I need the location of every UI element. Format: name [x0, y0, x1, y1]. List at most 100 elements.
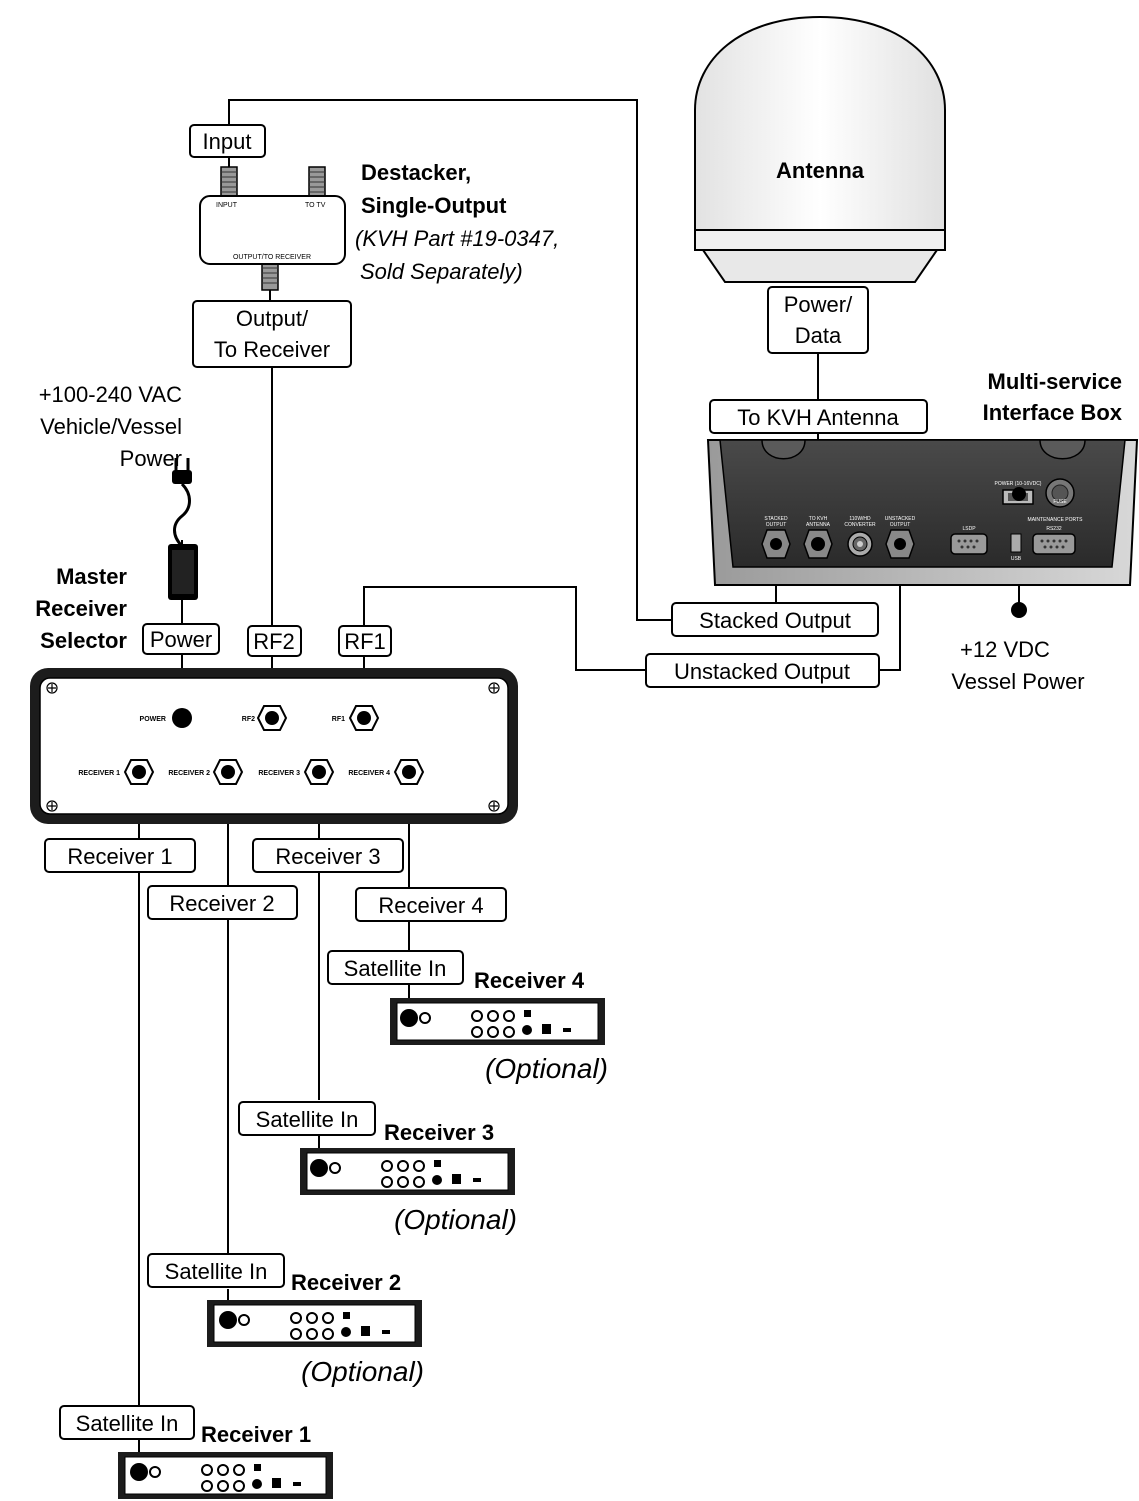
svg-text:Satellite In: Satellite In [256, 1107, 359, 1132]
selector-receiver4-port [393, 759, 425, 785]
satellite-in-label: Satellite In [147, 1253, 285, 1288]
svg-text:110W/HD: 110W/HD [849, 516, 871, 522]
svg-text:RF2: RF2 [253, 629, 295, 654]
ac-power-line2: Vehicle/Vessel [40, 414, 182, 439]
svg-text:RF1: RF1 [344, 629, 386, 654]
svg-text:Receiver 1: Receiver 1 [67, 844, 172, 869]
satellite-in-label: Satellite In [238, 1101, 376, 1136]
selector-port-rf2-label: RF2 [242, 716, 255, 723]
power-adapter-icon [168, 544, 198, 600]
receiver-title: Receiver 4 [474, 968, 585, 993]
ac-plug-icon [172, 458, 192, 548]
selector-port-receiver3-label: RECEIVER 3 [258, 770, 300, 777]
svg-text:Receiver 4: Receiver 4 [378, 893, 483, 918]
receiver-3: Satellite In Receiver 3 (Optional) [238, 1101, 517, 1235]
label-stacked-output: Stacked Output [671, 602, 879, 637]
selector-screws [46, 682, 500, 812]
svg-text:Data: Data [795, 323, 842, 348]
receiver-2: Satellite In Receiver 2 (Optional) [147, 1253, 424, 1387]
svg-text:ANTENNA: ANTENNA [806, 522, 831, 528]
svg-text:UNSTACKED: UNSTACKED [885, 516, 916, 522]
receiver-4: Satellite In Receiver 4 (Optional) [327, 950, 608, 1084]
receiver-optional: (Optional) [485, 1053, 608, 1084]
antenna-title: Antenna [776, 158, 865, 183]
label-receiver2: Receiver 2 [147, 885, 298, 920]
destacker: INPUT TO TV OUTPUT/TO RECEIVER Destacker… [199, 160, 559, 291]
selector-title-line3: Selector [40, 628, 127, 653]
cable-labels: Input Output/ To Receiver Power/ Data To… [44, 124, 928, 922]
svg-text:Power: Power [150, 627, 212, 652]
label-rf1: RF1 [338, 625, 392, 657]
destacker-title-line1: Destacker, [361, 160, 471, 185]
ib-maintenance-ports: MAINTENANCE PORTS USB RS232 [1010, 517, 1084, 562]
svg-text:MAINTENANCE PORTS: MAINTENANCE PORTS [1028, 517, 1084, 523]
svg-text:Satellite In: Satellite In [344, 956, 447, 981]
svg-text:CONVERTER: CONVERTER [844, 522, 876, 528]
destacker-port-to-tv: TO TV [305, 202, 326, 209]
selector-power-port [172, 708, 192, 728]
dc-power-source: +12 VDC Vessel Power [951, 602, 1085, 694]
interface-box: Multi-service Interface Box STACKED OUTP… [706, 369, 1139, 586]
ib-lsdp-port: LSDP [950, 526, 988, 555]
selector-port-rf1-label: RF1 [332, 716, 345, 723]
selector-rf1-port [348, 705, 380, 731]
selector-receiver2-port [212, 759, 244, 785]
receiver-title: Receiver 3 [384, 1120, 494, 1145]
satellite-in-label: Satellite In [327, 950, 464, 985]
svg-text:To Receiver: To Receiver [214, 337, 330, 362]
selector-title-line1: Master [56, 564, 127, 589]
svg-text:Receiver 3: Receiver 3 [275, 844, 380, 869]
label-receiver3: Receiver 3 [252, 838, 404, 873]
label-receiver1: Receiver 1 [44, 838, 196, 873]
interface-box-title-line1: Multi-service [988, 369, 1123, 394]
svg-text:Input: Input [203, 129, 252, 154]
label-power-data: Power/ Data [767, 286, 869, 354]
ib-stacked-output-port: STACKED OUTPUT [761, 516, 791, 559]
dc-power-line2: Vessel Power [951, 669, 1084, 694]
svg-text:To KVH Antenna: To KVH Antenna [737, 405, 899, 430]
svg-text:Power/: Power/ [784, 292, 853, 317]
selector-port-power-label: POWER [140, 716, 166, 723]
satellite-in-label: Satellite In [59, 1405, 195, 1440]
label-input: Input [189, 124, 266, 158]
ac-power-source: +100-240 VAC Vehicle/Vessel Power [39, 382, 198, 600]
receiver-title: Receiver 2 [291, 1270, 401, 1295]
destacker-title-line2: Single-Output [361, 193, 507, 218]
receiver-optional: (Optional) [394, 1204, 517, 1235]
selector-title-line2: Receiver [35, 596, 127, 621]
svg-text:POWER (10-16VDC): POWER (10-16VDC) [995, 481, 1042, 487]
selector-port-receiver2-label: RECEIVER 2 [168, 770, 210, 777]
receiver-title: Receiver 1 [201, 1422, 311, 1447]
master-receiver-selector: Master Receiver Selector POWER RF2 RF1 [30, 564, 518, 824]
destacker-port-output: OUTPUT/TO RECEIVER [233, 254, 311, 261]
ib-unstacked-output-port: UNSTACKED OUTPUT [885, 516, 916, 559]
destacker-part-line2: Sold Separately) [360, 259, 523, 284]
svg-text:TO KVH: TO KVH [809, 516, 828, 522]
ib-converter-port: 110W/HD CONVERTER [844, 516, 876, 557]
selector-port-receiver1-label: RECEIVER 1 [78, 770, 120, 777]
label-rf2: RF2 [247, 625, 302, 657]
svg-text:Satellite In: Satellite In [76, 1411, 179, 1436]
svg-text:OUTPUT: OUTPUT [766, 522, 787, 528]
svg-text:RS232: RS232 [1046, 526, 1062, 532]
svg-text:Output/: Output/ [236, 306, 309, 331]
antenna: Antenna [694, 15, 946, 283]
dc-power-line1: +12 VDC [960, 637, 1050, 662]
selector-receiver3-port [303, 759, 335, 785]
wire-rf1-to-unstacked [363, 586, 646, 671]
receiver-optional: (Optional) [301, 1356, 424, 1387]
svg-text:Stacked Output: Stacked Output [699, 608, 851, 633]
selector-receiver1-port [123, 759, 155, 785]
label-unstacked-output: Unstacked Output [645, 653, 880, 688]
svg-text:Unstacked Output: Unstacked Output [674, 659, 850, 684]
selector-rf2-port [256, 705, 288, 731]
label-power: Power [142, 623, 220, 655]
svg-text:Satellite In: Satellite In [165, 1259, 268, 1284]
ac-power-line3: Power [120, 446, 182, 471]
wire-input-to-stacked-output [228, 99, 672, 621]
selector-port-receiver4-label: RECEIVER 4 [348, 770, 390, 777]
receiver-1: Satellite In Receiver 1 [59, 1405, 333, 1499]
svg-text:OUTPUT: OUTPUT [890, 522, 911, 528]
svg-text:Receiver 2: Receiver 2 [169, 891, 274, 916]
